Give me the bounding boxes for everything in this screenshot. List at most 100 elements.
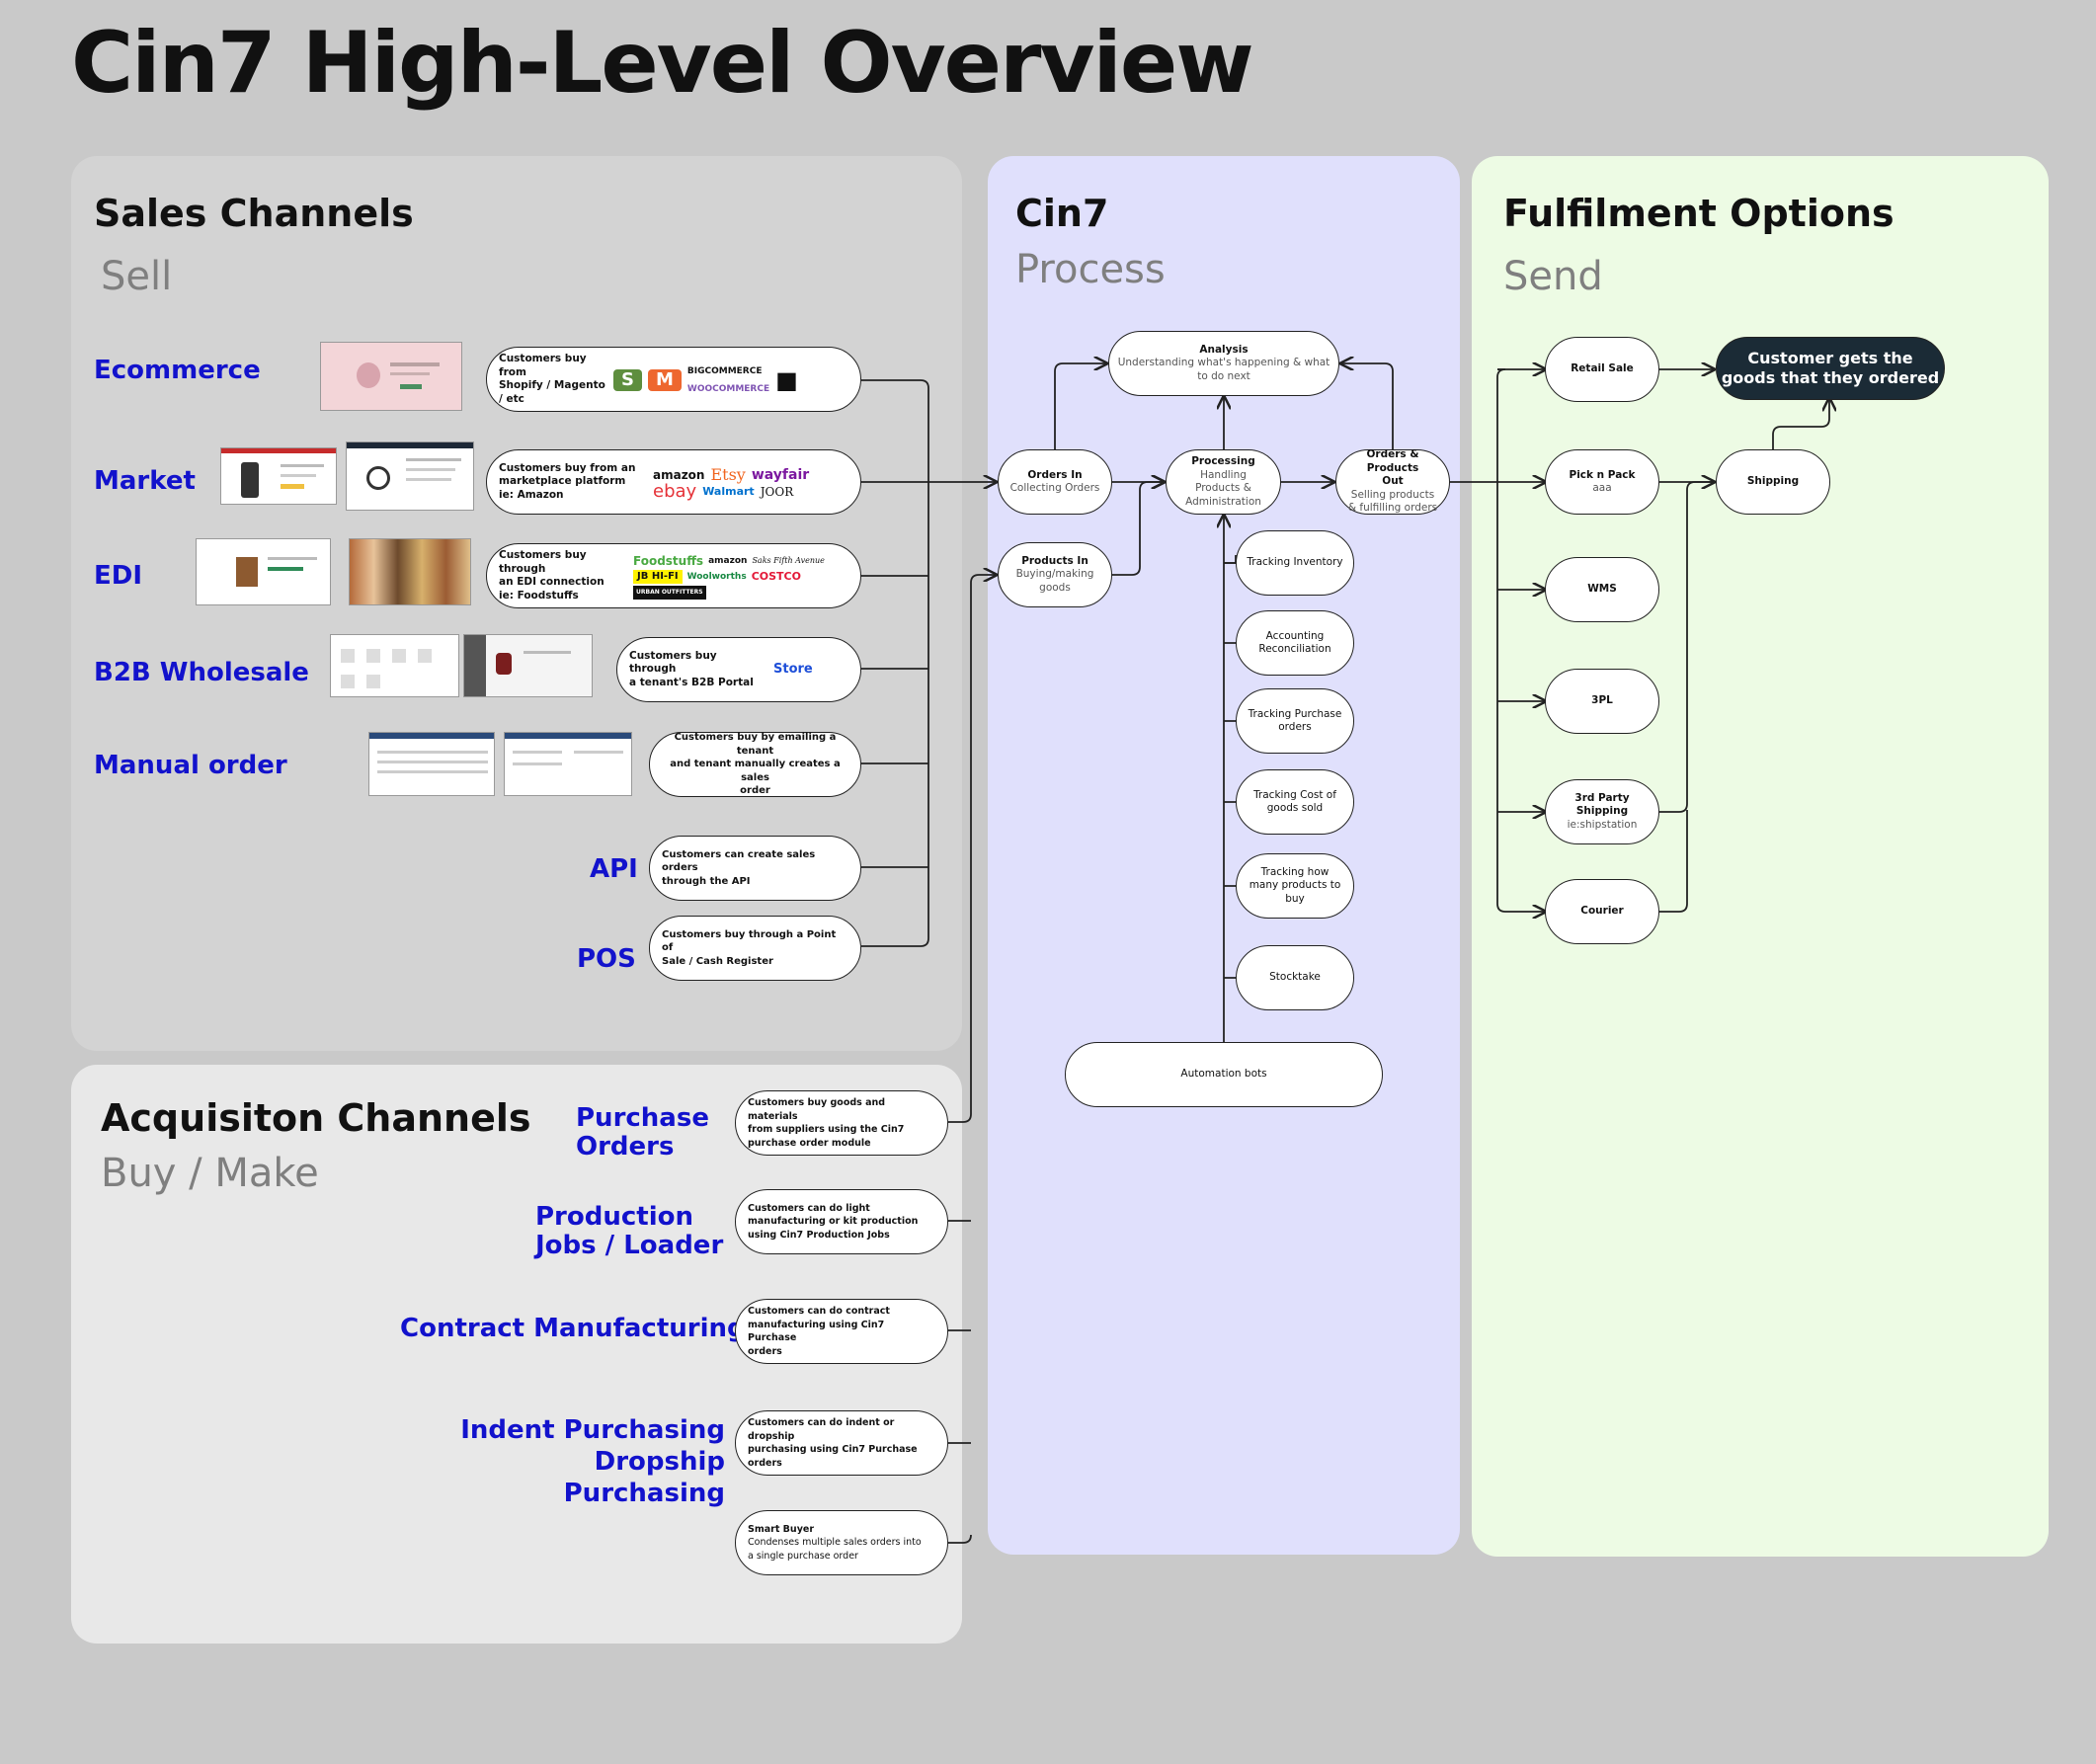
- market-screenshot-1: [220, 447, 337, 505]
- acq-pill-indent-purchasing-text: Customers can do indent or dropship purc…: [748, 1417, 918, 1469]
- analysis-node: Analysis Understanding what's happening …: [1108, 331, 1339, 396]
- shipping-label: Shipping: [1746, 475, 1800, 488]
- sales-channels-subtitle: Sell: [101, 254, 173, 299]
- sales-pill-market: Customers buy from an marketplace platfo…: [486, 449, 861, 515]
- sales-label-api: API: [590, 854, 638, 884]
- sales-pill-manual-text: Customers buy by emailing a tenant and t…: [670, 732, 841, 797]
- processing-desc: Handling Products & Administration: [1185, 468, 1261, 508]
- manual-order-screenshot-2: [504, 732, 632, 796]
- sales-label-market: Market: [94, 466, 196, 496]
- acq-pill-contract-manufacturing: Customers can do contract manufacturing …: [735, 1299, 948, 1364]
- edi-screenshot-1: [196, 538, 331, 605]
- sales-pill-pos-text: Customers buy through a Point of Sale / …: [662, 928, 837, 967]
- fulfil-3rd-party-shipping-title: 3rd Party Shipping: [1574, 791, 1630, 818]
- acquisition-channels-subtitle: Buy / Make: [101, 1151, 319, 1196]
- sales-label-ecommerce: Ecommerce: [94, 356, 261, 385]
- magento-logo: M: [647, 369, 682, 391]
- market-screenshot-2: [346, 441, 474, 511]
- joor-logo: JOOR: [760, 484, 794, 499]
- sales-pill-edi-text: Customers buy through an EDI connection …: [499, 549, 605, 601]
- sales-pill-ecommerce-text: Customers buy from Shopify / Magento / e…: [499, 353, 605, 405]
- etsy-logo: Etsy: [710, 464, 746, 484]
- urban-outfitters-logo: URBAN OUTFITTERS: [633, 586, 706, 600]
- acq-pill-production-jobs-text: Customers can do light manufacturing or …: [748, 1202, 919, 1241]
- fulfil-retail-sale-title: Retail Sale: [1571, 362, 1634, 375]
- processing-title: Processing: [1191, 455, 1255, 467]
- sales-pill-pos: Customers buy through a Point of Sale / …: [649, 916, 861, 981]
- task-tracking-cogs: Tracking Cost of goods sold: [1236, 769, 1354, 835]
- saks-logo: Saks Fifth Avenue: [752, 556, 825, 565]
- smart-buyer-title: Smart Buyer: [748, 1523, 815, 1535]
- orders-out-node: Orders & Products Out Selling products &…: [1335, 448, 1450, 515]
- fulfil-3pl: 3PL: [1545, 669, 1659, 734]
- acq-pill-purchase-orders-text: Customers buy goods and materials from s…: [748, 1097, 905, 1149]
- sales-label-pos: POS: [577, 944, 636, 974]
- sales-channels-title: Sales Channels: [94, 192, 414, 235]
- woolworths-logo: Woolworths: [686, 572, 747, 582]
- fulfilment-title: Fulfilment Options: [1503, 192, 1894, 235]
- b2b-screenshot-2: [463, 634, 593, 697]
- edi-screenshot-2: [349, 538, 471, 605]
- page-title: Cin7 High-Level Overview: [71, 14, 1254, 113]
- sales-label-b2b: B2B Wholesale: [94, 658, 309, 687]
- task-tracking-inventory-label: Tracking Inventory: [1247, 556, 1343, 569]
- acq-label-contract-manufacturing: Contract Manufacturing: [400, 1314, 746, 1343]
- products-in-title: Products In: [1021, 554, 1088, 567]
- task-accounting-reconciliation-label: Accounting Reconciliation: [1258, 629, 1331, 656]
- fulfil-pick-n-pack-title: Pick n Pack: [1569, 468, 1636, 481]
- task-tracking-inventory: Tracking Inventory: [1236, 530, 1354, 596]
- fulfil-wms: WMS: [1545, 557, 1659, 622]
- amazon-logo: amazon: [653, 467, 705, 482]
- products-in-node: Products In Buying/making goods: [998, 542, 1112, 607]
- amazon-edi-logo: amazon: [708, 556, 748, 566]
- products-in-desc: Buying/making goods: [1015, 568, 1094, 594]
- cin7-subtitle: Process: [1015, 247, 1166, 292]
- task-tracking-products-to-buy-label: Tracking how many products to buy: [1249, 865, 1341, 905]
- task-accounting-reconciliation: Accounting Reconciliation: [1236, 610, 1354, 676]
- jbhifi-logo: JB HI-FI: [633, 570, 683, 584]
- cin7-title: Cin7: [1015, 192, 1109, 235]
- sales-pill-manual: Customers buy by emailing a tenant and t…: [649, 732, 861, 797]
- sales-pill-market-text: Customers buy from an marketplace platfo…: [499, 461, 636, 501]
- fulfilment-subtitle: Send: [1503, 254, 1603, 299]
- foodstuffs-logo: Foodstuffs: [633, 554, 704, 568]
- market-logos: amazon Etsy wayfair ebay Walmart JOOR: [653, 456, 856, 510]
- task-tracking-purchase-orders-label: Tracking Purchase orders: [1248, 707, 1342, 734]
- smart-buyer-desc: Condenses multiple sales orders into a s…: [748, 1537, 922, 1562]
- sales-pill-b2b: Customers buy through a tenant's B2B Por…: [616, 637, 861, 702]
- sales-label-manual: Manual order: [94, 751, 287, 780]
- costco-logo: COSTCO: [751, 570, 801, 583]
- ecommerce-screenshot: [320, 342, 462, 411]
- fulfil-pick-n-pack: Pick n Pack aaa: [1545, 449, 1659, 515]
- sales-pill-ecommerce: Customers buy from Shopify / Magento / e…: [486, 347, 861, 412]
- acq-label-indent-purchasing: Indent Purchasing Dropship Purchasing: [460, 1415, 725, 1508]
- automation-bots-label: Automation bots: [1180, 1068, 1267, 1081]
- manual-order-screenshot-1: [368, 732, 495, 796]
- fulfil-3rd-party-shipping-desc: ie:shipstation: [1567, 818, 1638, 831]
- acq-pill-contract-manufacturing-text: Customers can do contract manufacturing …: [748, 1306, 890, 1357]
- acq-label-purchase-orders: Purchase Orders: [576, 1103, 709, 1162]
- acq-pill-indent-purchasing: Customers can do indent or dropship purc…: [735, 1410, 948, 1476]
- edi-logos: Foodstuffs amazon Saks Fifth Avenue JB H…: [633, 548, 856, 605]
- fulfil-3rd-party-shipping: 3rd Party Shipping ie:shipstation: [1545, 779, 1659, 844]
- fulfil-courier: Courier: [1545, 879, 1659, 944]
- acq-pill-purchase-orders: Customers buy goods and materials from s…: [735, 1090, 948, 1156]
- acq-pill-smart-buyer: Smart Buyer Condenses multiple sales ord…: [735, 1510, 948, 1575]
- ebay-logo: ebay: [653, 480, 697, 502]
- walmart-logo: Walmart: [702, 484, 755, 498]
- shipping-node: Shipping: [1716, 449, 1830, 515]
- orders-out-title: Orders & Products Out: [1366, 448, 1419, 488]
- task-tracking-purchase-orders: Tracking Purchase orders: [1236, 688, 1354, 754]
- sales-label-edi: EDI: [94, 561, 143, 591]
- fulfil-courier-title: Courier: [1580, 905, 1624, 918]
- acquisition-channels-title: Acquisiton Channels: [101, 1096, 531, 1140]
- fulfil-3pl-title: 3PL: [1591, 694, 1613, 707]
- wayfair-logo: wayfair: [751, 466, 810, 483]
- cin7-store-logo: Store: [773, 662, 813, 677]
- ecommerce-logos: S M BIGCOMMERCE WOOCOMMERCE ■: [613, 354, 854, 407]
- processing-node: Processing Handling Products & Administr…: [1166, 449, 1281, 515]
- customer-gets-goods-label: Customer gets the goods that they ordere…: [1721, 349, 1940, 387]
- fulfil-wms-title: WMS: [1587, 583, 1617, 596]
- fulfil-pick-n-pack-desc: aaa: [1592, 482, 1612, 494]
- task-tracking-products-to-buy: Tracking how many products to buy: [1236, 853, 1354, 919]
